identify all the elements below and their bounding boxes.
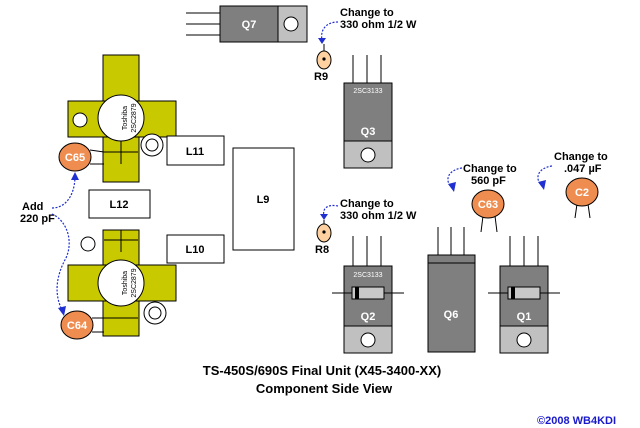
rf-transistor-upper: Toshiba 2SC2879 bbox=[67, 54, 177, 183]
c63-note-arrow bbox=[447, 167, 463, 189]
add-note-line1: Add bbox=[22, 201, 43, 213]
lower-rf-part: 2SC2879 bbox=[131, 268, 138, 297]
r8-label: R8 bbox=[315, 244, 329, 256]
q2-label: Q2 bbox=[361, 311, 376, 323]
c65-label: C65 bbox=[65, 152, 85, 164]
resistor-r9: R9 bbox=[314, 44, 332, 83]
q3-part: 2SC3133 bbox=[353, 88, 382, 95]
r9-note-line1: Change to bbox=[340, 7, 394, 19]
r9-note-line2: 330 ohm 1/2 W bbox=[340, 19, 417, 31]
rf-transistor-lower: Toshiba 2SC2879 bbox=[67, 229, 177, 337]
resistor-r8: R8 bbox=[315, 220, 332, 256]
r8-note-line2: 330 ohm 1/2 W bbox=[340, 210, 417, 222]
inductor-l10: L10 bbox=[166, 234, 225, 264]
c63-note-line2: 560 pF bbox=[471, 175, 506, 187]
c2-note-arrow bbox=[537, 165, 553, 187]
diagram-subtitle: Component Side View bbox=[256, 381, 393, 396]
c63-label: C63 bbox=[478, 199, 498, 211]
transistor-q1: Q1 bbox=[488, 236, 560, 354]
c2-note-line1: Change to bbox=[554, 151, 608, 163]
q3-label: Q3 bbox=[361, 126, 376, 138]
r9-label: R9 bbox=[314, 71, 328, 83]
upper-rf-part: 2SC2879 bbox=[131, 103, 138, 132]
q7-label: Q7 bbox=[242, 19, 257, 31]
copyright: ©2008 WB4KDI bbox=[537, 415, 616, 427]
transistor-q3: 2SC3133 Q3 bbox=[343, 55, 393, 169]
add-note-line2: 220 pF bbox=[20, 213, 55, 225]
capacitor-c64: C64 bbox=[60, 310, 104, 340]
add-note-arrow-up bbox=[51, 177, 76, 209]
svg-text:L11: L11 bbox=[186, 146, 204, 158]
c63-note-line1: Change to bbox=[463, 163, 517, 175]
add-note-arrow-down bbox=[51, 213, 70, 311]
capacitor-c63: C63 bbox=[471, 189, 505, 233]
transistor-q6: Q6 bbox=[427, 227, 476, 353]
diagram-title: TS-450S/690S Final Unit (X45-3400-XX) bbox=[203, 363, 441, 378]
c2-label: C2 bbox=[575, 187, 589, 199]
svg-text:L10: L10 bbox=[186, 244, 205, 256]
q6-label: Q6 bbox=[444, 309, 459, 321]
q1-label: Q1 bbox=[517, 311, 532, 323]
transistor-q2: 2SC3133 Q2 bbox=[332, 236, 404, 354]
transistor-q7: Q7 bbox=[186, 5, 308, 43]
inductor-l12: L12 bbox=[88, 189, 151, 219]
r9-note-arrow bbox=[321, 21, 339, 41]
c2-note-line2: .047 µF bbox=[564, 163, 602, 175]
lower-rf-maker: Toshiba bbox=[122, 271, 129, 295]
svg-text:L12: L12 bbox=[110, 199, 129, 211]
capacitor-c2: C2 bbox=[565, 177, 599, 219]
upper-rf-maker: Toshiba bbox=[122, 106, 129, 130]
q2-part: 2SC3133 bbox=[353, 272, 382, 279]
c64-label: C64 bbox=[67, 320, 88, 332]
r8-note-arrow bbox=[323, 204, 339, 217]
svg-text:L9: L9 bbox=[257, 194, 270, 206]
r8-note-line1: Change to bbox=[340, 198, 394, 210]
inductor-l11: L11 bbox=[166, 135, 225, 166]
inductor-l9: L9 bbox=[232, 147, 295, 251]
capacitor-c65: C65 bbox=[58, 142, 105, 172]
